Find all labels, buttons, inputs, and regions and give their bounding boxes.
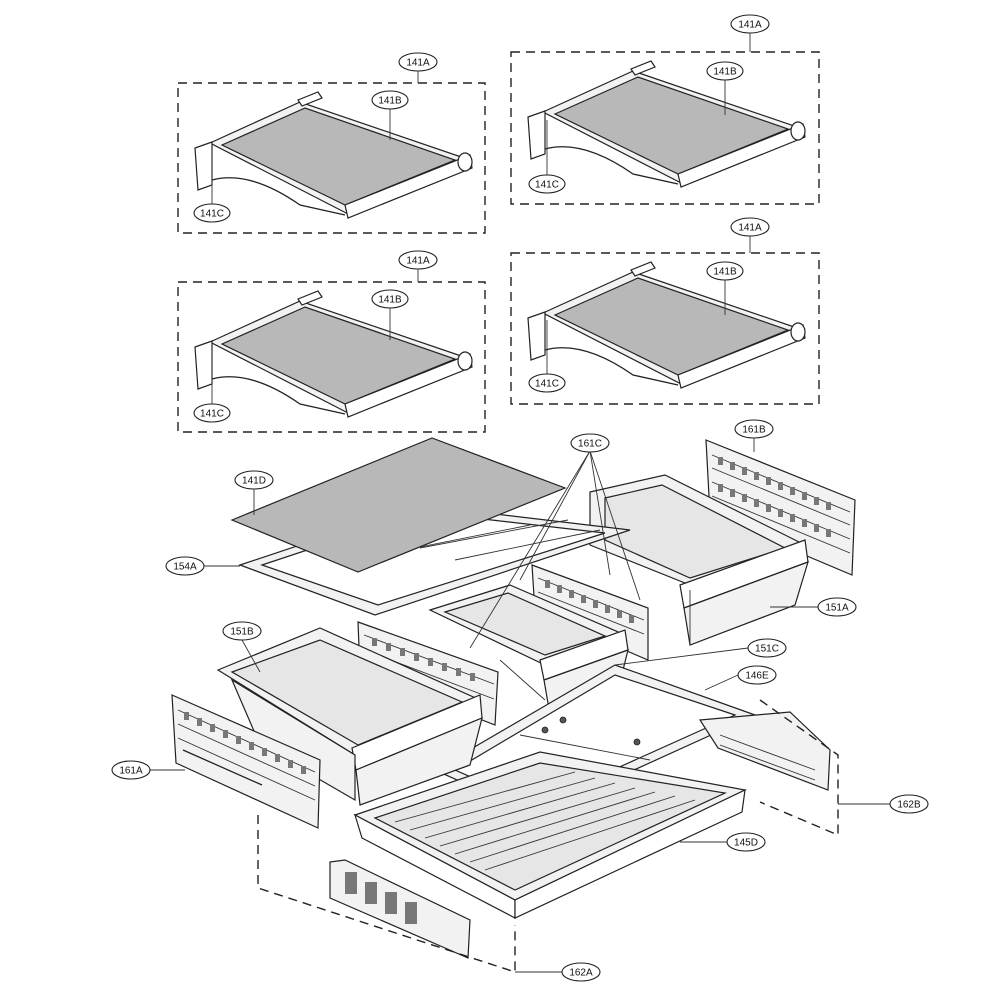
callout-label: 151C — [755, 644, 779, 655]
callout-label: 161A — [119, 766, 143, 777]
callout-label: 141B — [378, 295, 402, 306]
callout-151C: 151C — [747, 638, 787, 658]
callout-146E: 146E — [737, 665, 777, 685]
callout-141B-shelf-2: 141B — [706, 61, 744, 81]
callout-154A: 154A — [165, 556, 205, 576]
callout-141A-shelf-3: 141A — [398, 250, 438, 270]
shelf-glass-panel — [194, 290, 473, 418]
callout-label: 154A — [173, 562, 197, 573]
shelf-glass-panel — [527, 261, 806, 389]
callout-label: 141C — [535, 379, 559, 390]
callout-label: 161B — [742, 425, 766, 436]
callout-141A-shelf-2: 141A — [730, 14, 770, 34]
crisper-drawer-right — [589, 474, 809, 646]
callout-161A: 161A — [111, 760, 151, 780]
callout-161C: 161C — [570, 433, 610, 453]
crisper-cover-assembly — [230, 437, 631, 616]
callout-141C-shelf-4: 141C — [528, 373, 566, 393]
side-rail-left — [257, 815, 516, 973]
callout-151B: 151B — [222, 621, 262, 641]
callout-label: 145D — [734, 838, 758, 849]
bottom-tray-pan — [353, 751, 747, 919]
callout-162B: 162B — [889, 794, 929, 814]
callout-label: 141B — [713, 67, 737, 78]
callout-141C-shelf-2: 141C — [528, 174, 566, 194]
callout-label: 146E — [745, 671, 769, 682]
shelf-glass-panel — [194, 91, 473, 219]
callout-label: 141B — [713, 267, 737, 278]
glass-cover-panel — [230, 437, 567, 573]
callout-label: 162A — [569, 968, 593, 979]
shelf-assembly-middle-right — [510, 236, 820, 405]
shelf-assembly-middle-left — [177, 268, 486, 433]
shelf-glass-panel — [527, 60, 806, 188]
callout-label: 141B — [378, 96, 402, 107]
callout-label: 141A — [406, 256, 430, 267]
callout-141A-shelf-1: 141A — [398, 52, 438, 72]
callout-label: 141A — [406, 58, 430, 69]
callout-141B-shelf-1: 141B — [371, 90, 409, 110]
callout-141B-shelf-4: 141B — [706, 261, 744, 281]
callout-141B-shelf-3: 141B — [371, 289, 409, 309]
callout-label: 161C — [578, 439, 602, 450]
shelf-assembly-top-left — [177, 70, 486, 234]
callout-label: 141A — [738, 20, 762, 31]
callout-label: 151A — [825, 603, 849, 614]
divider-rack-left — [171, 694, 321, 829]
callout-161B: 161B — [734, 419, 774, 439]
callout-label: 141C — [535, 180, 559, 191]
crisper-drawer-left — [216, 627, 483, 806]
callout-162A: 162A — [561, 962, 601, 982]
callout-label: 141C — [200, 409, 224, 420]
shelf-assembly-top-right — [510, 32, 820, 205]
callout-141C-shelf-3: 141C — [193, 403, 231, 423]
callout-151A: 151A — [817, 597, 857, 617]
divider-rack-right — [705, 439, 856, 576]
callout-label: 162B — [897, 800, 921, 811]
callout-145D: 145D — [726, 832, 766, 852]
side-rail-right — [698, 699, 890, 837]
callout-label: 141A — [738, 223, 762, 234]
callout-label: 141C — [200, 209, 224, 220]
callout-141C-shelf-1: 141C — [193, 203, 231, 223]
callout-label: 141D — [242, 476, 266, 487]
callout-141D: 141D — [234, 470, 274, 490]
callout-label: 151B — [230, 627, 254, 638]
callout-141A-shelf-4: 141A — [730, 217, 770, 237]
